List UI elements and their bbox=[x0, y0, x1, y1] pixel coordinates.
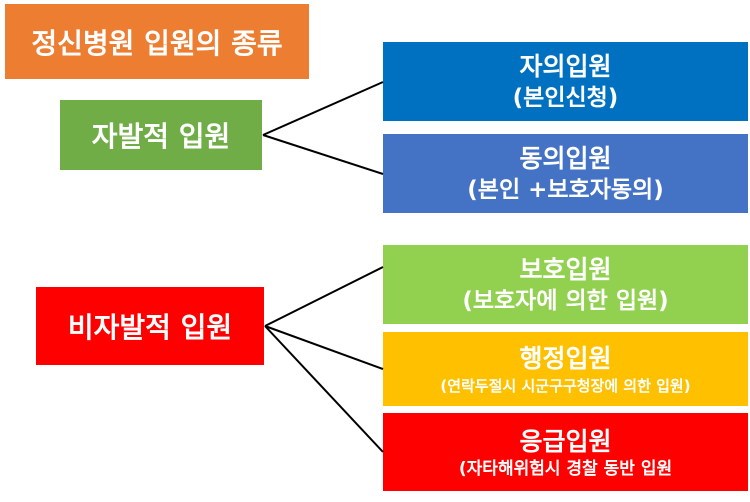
category-involuntary: 비자발적 입원 bbox=[36, 287, 264, 365]
connector-involuntary-emergency bbox=[264, 325, 384, 453]
category-involuntary-label: 비자발적 입원 bbox=[67, 311, 233, 344]
connector-voluntary-consent bbox=[262, 134, 384, 175]
type-detail: (연락두절시 시군구구청장에 의한 입원) bbox=[440, 376, 691, 395]
type-name: 행정입원 bbox=[519, 343, 612, 373]
type-detail: (본인 +보호자동의) bbox=[467, 176, 664, 203]
type-consent-admission: 동의입원 (본인 +보호자동의) bbox=[383, 134, 748, 213]
diagram-title: 정신병원 입원의 종류 bbox=[5, 4, 309, 79]
type-emergency-admission: 응급입원 (자타해위험시 경찰 동반 입원 bbox=[383, 413, 748, 491]
type-name: 동의입원 bbox=[519, 143, 612, 173]
type-detail: (본인신청) bbox=[512, 84, 619, 111]
type-self-admission: 자의입원 (본인신청) bbox=[383, 42, 748, 121]
type-administrative-admission: 행정입원 (연락두절시 시군구구청장에 의한 입원) bbox=[383, 332, 748, 406]
type-detail: (자타해위험시 경찰 동반 입원 bbox=[458, 458, 673, 479]
type-name: 응급입원 bbox=[519, 426, 612, 456]
connector-involuntary-protective bbox=[264, 266, 384, 327]
type-protective-admission: 보호입원 (보호자에 의한 입원) bbox=[383, 245, 748, 324]
type-name: 자의입원 bbox=[519, 51, 612, 81]
connector-voluntary-self bbox=[262, 81, 384, 136]
type-name: 보호입원 bbox=[519, 254, 612, 284]
connector-involuntary-administrative bbox=[264, 325, 384, 370]
type-detail: (보호자에 의한 입원) bbox=[462, 287, 669, 314]
category-voluntary: 자발적 입원 bbox=[60, 100, 262, 170]
category-voluntary-label: 자발적 입원 bbox=[91, 120, 231, 153]
